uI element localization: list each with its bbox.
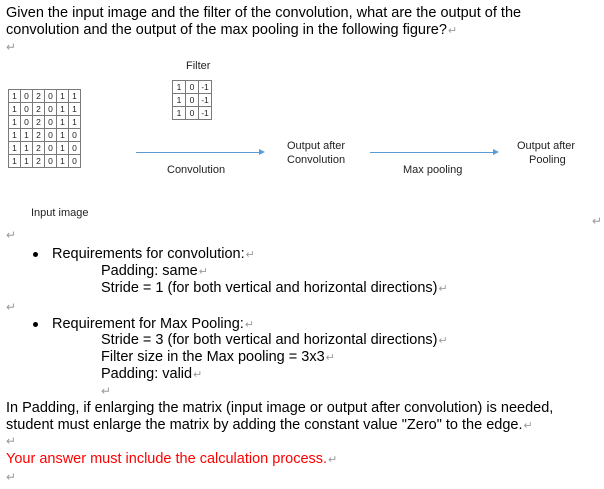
return-mark-icon: ↵ — [6, 40, 17, 54]
matrix-cell: 1 — [56, 115, 69, 129]
output-pool-label-1: Output after — [517, 140, 576, 152]
matrix-cell: -1 — [198, 80, 212, 94]
pool-stride: Stride = 3 (for both vertical and horizo… — [101, 332, 448, 348]
filter-label: Filter — [186, 60, 211, 72]
matrix-cell: 0 — [44, 141, 57, 155]
return-mark-icon: ↵ — [6, 228, 17, 242]
input-image-label: Input image — [31, 207, 89, 219]
matrix-cell: 1 — [172, 80, 186, 94]
return-mark-icon: ↵ — [6, 300, 17, 314]
matrix-cell: 1 — [68, 115, 81, 129]
matrix-cell: 1 — [8, 115, 21, 129]
matrix-cell: 0 — [44, 102, 57, 116]
matrix-cell: 1 — [20, 128, 33, 142]
output-conv-label-2: Convolution — [287, 154, 346, 166]
matrix-cell: 2 — [32, 102, 45, 116]
return-mark-icon: ↵ — [6, 434, 17, 448]
question-line-2: convolution and the output of the max po… — [6, 22, 458, 38]
matrix-cell: 0 — [44, 89, 57, 103]
max-pooling-label: Max pooling — [403, 164, 463, 176]
conv-requirements-title: Requirements for convolution:↵ — [52, 246, 255, 262]
matrix-cell: 1 — [172, 106, 186, 120]
matrix-cell: 1 — [68, 102, 81, 116]
bullet-icon — [33, 322, 38, 327]
arrow-head-icon — [493, 149, 499, 155]
matrix-cell: 0 — [44, 154, 57, 168]
matrix-cell: 1 — [56, 102, 69, 116]
matrix-cell: 1 — [8, 141, 21, 155]
pool-padding: Padding: valid↵ — [101, 366, 203, 382]
return-mark-icon: ↵ — [6, 470, 17, 484]
matrix-cell: 2 — [32, 154, 45, 168]
padding-note-line-2: student must enlarge the matrix by addin… — [6, 417, 533, 433]
matrix-cell: 1 — [56, 128, 69, 142]
matrix-cell: -1 — [198, 106, 212, 120]
matrix-cell: 1 — [172, 93, 186, 107]
matrix-cell: 0 — [68, 154, 81, 168]
matrix-cell: 0 — [185, 106, 199, 120]
matrix-cell: 0 — [20, 89, 33, 103]
matrix-cell: -1 — [198, 93, 212, 107]
return-mark-icon: ↵ — [101, 384, 112, 398]
conv-padding: Padding: same↵ — [101, 263, 208, 279]
matrix-cell: 0 — [185, 80, 199, 94]
output-conv-label-1: Output after — [287, 140, 346, 152]
matrix-cell: 2 — [32, 128, 45, 142]
matrix-cell: 1 — [8, 102, 21, 116]
matrix-cell: 1 — [8, 89, 21, 103]
max-pooling-arrow — [370, 152, 494, 153]
matrix-cell: 1 — [56, 89, 69, 103]
matrix-cell: 2 — [32, 141, 45, 155]
matrix-cell: 1 — [20, 141, 33, 155]
matrix-cell: 0 — [68, 128, 81, 142]
matrix-cell: 0 — [20, 102, 33, 116]
pool-requirements-title: Requirement for Max Pooling:↵ — [52, 316, 255, 332]
matrix-cell: 2 — [32, 115, 45, 129]
output-pool-label-2: Pooling — [529, 154, 566, 166]
matrix-cell: 0 — [68, 141, 81, 155]
matrix-cell: 0 — [44, 128, 57, 142]
matrix-cell: 0 — [185, 93, 199, 107]
return-mark-icon: ↵ — [592, 214, 603, 228]
matrix-cell: 1 — [8, 128, 21, 142]
matrix-cell: 1 — [8, 154, 21, 168]
convolution-arrow — [136, 152, 260, 153]
question-line-1: Given the input image and the filter of … — [6, 5, 522, 21]
matrix-cell: 0 — [44, 115, 57, 129]
convolution-label: Convolution — [167, 164, 226, 176]
conv-stride: Stride = 1 (for both vertical and horizo… — [101, 280, 448, 296]
arrow-head-icon — [259, 149, 265, 155]
matrix-cell: 1 — [56, 154, 69, 168]
matrix-cell: 1 — [20, 154, 33, 168]
matrix-cell: 1 — [56, 141, 69, 155]
padding-note-line-1: In Padding, if enlarging the matrix (inp… — [6, 400, 554, 416]
matrix-cell: 2 — [32, 89, 45, 103]
answer-note: Your answer must include the calculation… — [6, 451, 338, 467]
return-mark-icon: ↵ — [447, 25, 458, 37]
matrix-cell: 0 — [20, 115, 33, 129]
bullet-icon — [33, 252, 38, 257]
matrix-cell: 1 — [68, 89, 81, 103]
pool-filter-size: Filter size in the Max pooling = 3x3↵ — [101, 349, 335, 365]
